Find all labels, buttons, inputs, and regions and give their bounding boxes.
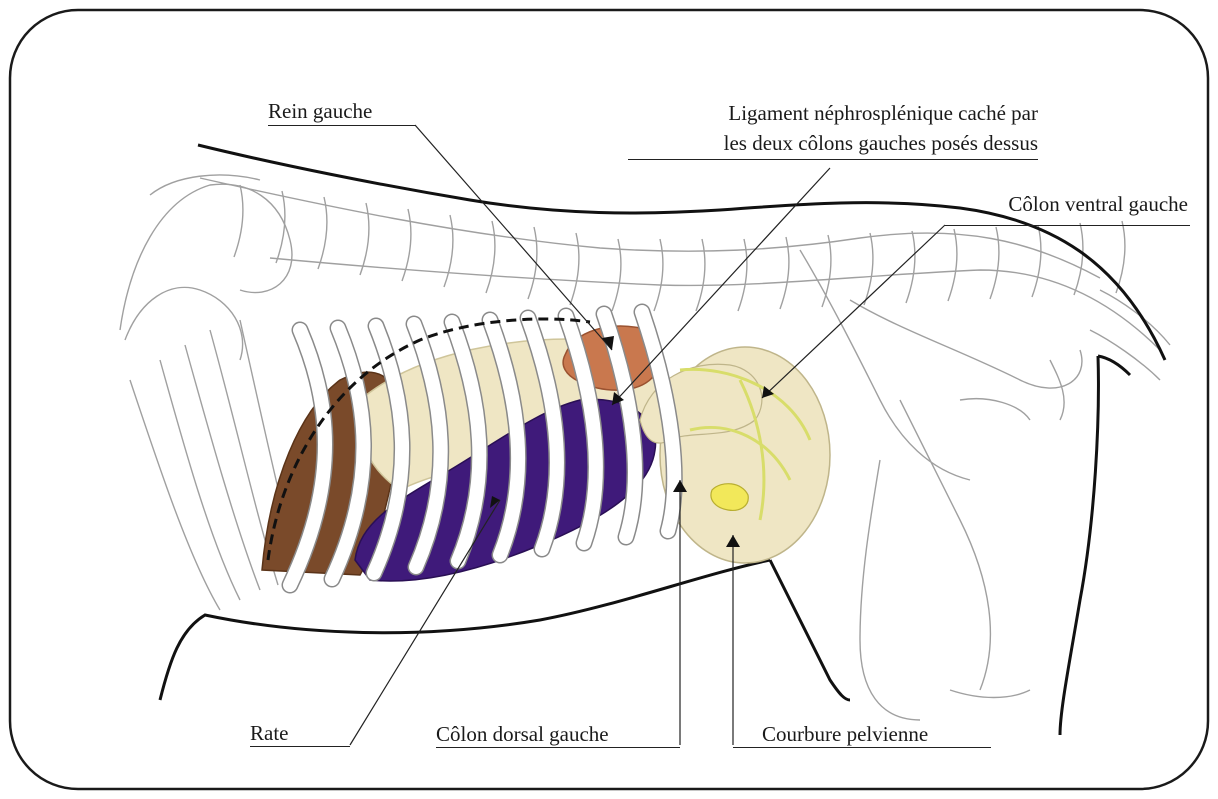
label-ligament-line1: Ligament néphrosplénique caché par	[728, 100, 1038, 126]
label-colon-dorsal-gauche: Côlon dorsal gauche	[436, 721, 609, 747]
label-ligament-line2: les deux côlons gauches posés dessus	[724, 130, 1038, 156]
label-rate: Rate	[250, 720, 288, 746]
underline-colon-dorsal	[436, 747, 680, 748]
underline-rate	[250, 746, 350, 747]
label-courbure-pelvienne: Courbure pelvienne	[762, 721, 928, 747]
underline-colon-ventral	[945, 225, 1190, 226]
label-rein-gauche: Rein gauche	[268, 98, 372, 124]
underline-ligament	[628, 159, 1038, 160]
label-colon-ventral-gauche: Côlon ventral gauche	[1008, 191, 1188, 217]
underline-courbure	[733, 747, 991, 748]
underline-rein-gauche	[268, 125, 416, 126]
